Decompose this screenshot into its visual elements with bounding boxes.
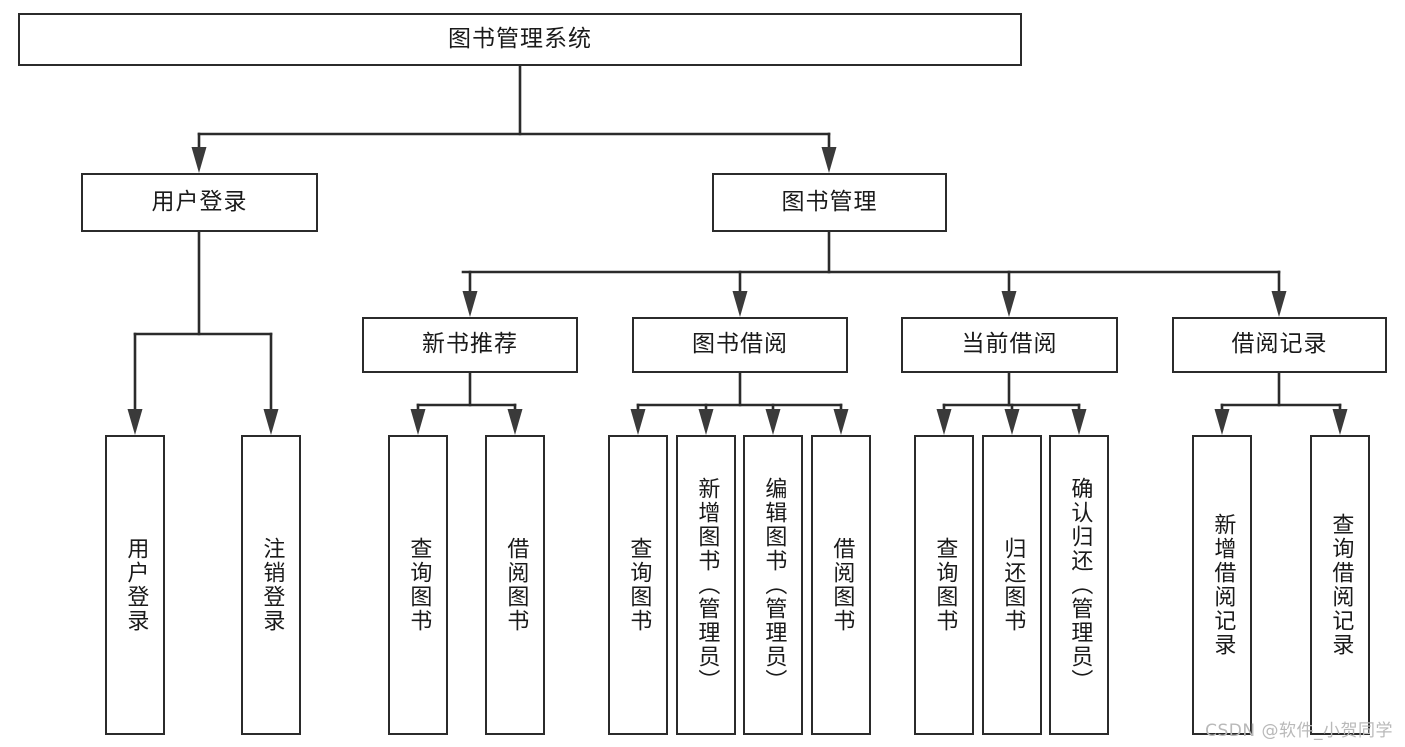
- node-label-book-borrow: 图书借阅: [692, 331, 788, 358]
- arrow-to-leaf-current-return-book-head: [1004, 409, 1020, 435]
- node-leaf-borrow-edit-book[interactable]: 编辑图书（管理员）: [743, 435, 803, 735]
- node-label-leaf-borrow-query-book: 查询图书: [626, 537, 652, 633]
- node-label-user-login: 用户登录: [151, 188, 248, 215]
- node-label-leaf-user-logout: 注销登录: [259, 537, 285, 633]
- arrow-to-leaf-recommend-borrow-book-head: [507, 409, 523, 435]
- arrow-to-leaf-current-query-book-head: [936, 409, 952, 435]
- arrow-to-book-borrow-head: [732, 291, 748, 317]
- node-leaf-recommend-borrow-book[interactable]: 借阅图书: [485, 435, 545, 735]
- node-leaf-borrow-query-book[interactable]: 查询图书: [608, 435, 668, 735]
- arrow-to-borrow-record-head: [1271, 291, 1287, 317]
- arrow-to-leaf-record-query-head: [1332, 409, 1348, 435]
- node-label-leaf-record-add: 新增借阅记录: [1210, 513, 1236, 657]
- node-label-borrow-record: 借阅记录: [1231, 331, 1328, 358]
- node-leaf-current-query-book[interactable]: 查询图书: [914, 435, 974, 735]
- node-leaf-user-logout[interactable]: 注销登录: [241, 435, 301, 735]
- node-label-leaf-recommend-query-book: 查询图书: [406, 537, 432, 633]
- node-label-leaf-current-confirm-return: 确认归还（管理员）: [1067, 477, 1093, 693]
- arrow-to-leaf-recommend-query-book-head: [410, 409, 426, 435]
- arrow-to-leaf-borrow-borrow-book-head: [833, 409, 849, 435]
- node-book-borrow[interactable]: 图书借阅: [632, 317, 848, 373]
- arrow-to-leaf-borrow-edit-book-head: [765, 409, 781, 435]
- arrow-to-current-borrow-head: [1001, 291, 1017, 317]
- node-current-borrow[interactable]: 当前借阅: [901, 317, 1118, 373]
- csdn-watermark: CSDN @软件_小贺同学: [1205, 721, 1393, 741]
- node-label-current-borrow: 当前借阅: [961, 331, 1058, 358]
- node-label-root: 图书管理系统: [448, 25, 592, 52]
- node-label-leaf-record-query: 查询借阅记录: [1328, 513, 1354, 657]
- node-label-new-book-recommend: 新书推荐: [422, 331, 518, 358]
- arrow-to-leaf-user-logout-head: [263, 409, 279, 435]
- node-label-leaf-borrow-add-book: 新增图书（管理员）: [694, 477, 720, 693]
- node-label-leaf-user-login: 用户登录: [123, 537, 149, 633]
- node-leaf-user-login[interactable]: 用户登录: [105, 435, 165, 735]
- node-leaf-record-query[interactable]: 查询借阅记录: [1310, 435, 1370, 735]
- arrow-to-new-book-recommend-head: [462, 291, 478, 317]
- arrow-to-leaf-user-login-head: [127, 409, 143, 435]
- node-leaf-current-confirm-return[interactable]: 确认归还（管理员）: [1049, 435, 1109, 735]
- node-book-management[interactable]: 图书管理: [712, 173, 947, 232]
- node-label-book-management: 图书管理: [781, 188, 878, 215]
- node-label-leaf-borrow-edit-book: 编辑图书（管理员）: [761, 477, 787, 693]
- arrow-to-leaf-borrow-query-book-head: [630, 409, 646, 435]
- node-leaf-recommend-query-book[interactable]: 查询图书: [388, 435, 448, 735]
- node-label-leaf-borrow-borrow-book: 借阅图书: [829, 537, 855, 633]
- node-root[interactable]: 图书管理系统: [18, 13, 1022, 66]
- arrow-to-leaf-record-add-head: [1214, 409, 1230, 435]
- node-new-book-recommend[interactable]: 新书推荐: [362, 317, 578, 373]
- node-leaf-record-add[interactable]: 新增借阅记录: [1192, 435, 1252, 735]
- node-leaf-borrow-borrow-book[interactable]: 借阅图书: [811, 435, 871, 735]
- arrow-to-leaf-current-confirm-return-head: [1071, 409, 1087, 435]
- arrow-to-user-login-head: [191, 147, 207, 173]
- node-user-login[interactable]: 用户登录: [81, 173, 318, 232]
- node-label-leaf-recommend-borrow-book: 借阅图书: [503, 537, 529, 633]
- node-leaf-borrow-add-book[interactable]: 新增图书（管理员）: [676, 435, 736, 735]
- node-borrow-record[interactable]: 借阅记录: [1172, 317, 1387, 373]
- arrow-to-book-management-head: [821, 147, 837, 173]
- arrow-to-leaf-borrow-add-book-head: [698, 409, 714, 435]
- node-leaf-current-return-book[interactable]: 归还图书: [982, 435, 1042, 735]
- node-label-leaf-current-return-book: 归还图书: [1000, 537, 1026, 633]
- node-label-leaf-current-query-book: 查询图书: [932, 537, 958, 633]
